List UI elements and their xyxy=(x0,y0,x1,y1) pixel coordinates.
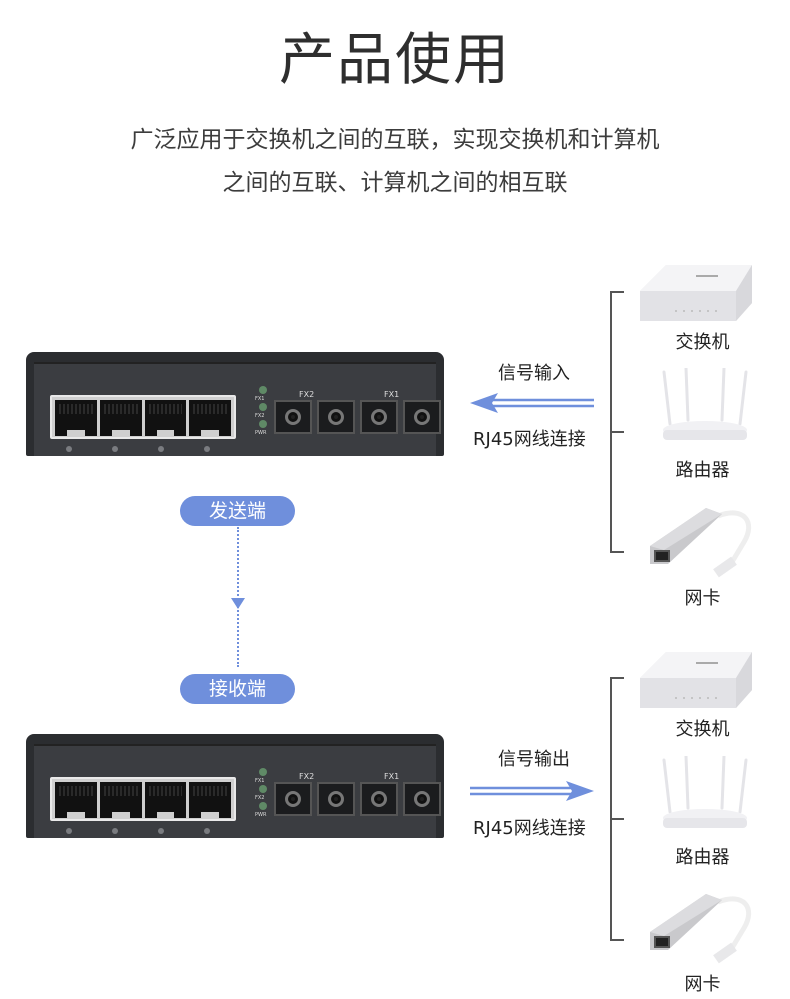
port-led xyxy=(112,828,118,834)
subtitle-line-1: 广泛应用于交换机之间的互联，实现交换机和计算机 xyxy=(130,127,660,153)
signal-input-label: 信号输入 xyxy=(498,363,570,384)
status-led xyxy=(259,386,267,394)
sc-fiber-port xyxy=(274,400,312,434)
status-led xyxy=(259,802,267,810)
bracket-tick xyxy=(610,818,624,820)
receiver-pill: 接收端 xyxy=(180,674,295,704)
status-led xyxy=(259,768,267,776)
device-front-panel: FX1 FX2 PWR FX2 FX1 xyxy=(34,362,441,456)
signal-output-label: 信号输出 xyxy=(498,749,570,770)
led-label: FX1 xyxy=(255,396,265,402)
router-icon xyxy=(662,756,748,828)
rj45-connection-label: RJ45网线连接 xyxy=(473,818,586,839)
page-title: 产品使用 xyxy=(279,28,511,93)
rj45-port xyxy=(99,782,142,818)
led-label: FX2 xyxy=(255,413,265,419)
led-label: FX2 xyxy=(255,795,265,801)
rj45-port xyxy=(55,782,97,818)
fiber-group-label: FX2 xyxy=(299,772,315,781)
equipment-label-router: 路由器 xyxy=(675,460,730,481)
led-label: PWR xyxy=(255,430,267,436)
equipment-label-router: 路由器 xyxy=(675,847,730,868)
rj45-port xyxy=(99,400,142,436)
equipment-bracket xyxy=(610,291,624,553)
port-led xyxy=(158,446,164,452)
status-led xyxy=(259,785,267,793)
port-led xyxy=(66,828,72,834)
sc-fiber-port xyxy=(360,782,398,816)
router-icon xyxy=(662,368,748,440)
rj45-port xyxy=(144,782,187,818)
sender-pill: 发送端 xyxy=(180,496,295,526)
status-led xyxy=(259,403,267,411)
sc-fiber-port xyxy=(274,782,312,816)
flow-dotted-line xyxy=(237,527,239,667)
equipment-label-nic: 网卡 xyxy=(684,588,721,609)
network-adapter-icon xyxy=(650,894,752,964)
rj45-port-block xyxy=(50,395,236,439)
sc-fiber-port xyxy=(360,400,398,434)
sc-fiber-port xyxy=(403,400,441,434)
rj45-port xyxy=(189,400,231,436)
switch-icon xyxy=(640,652,752,708)
sender-media-converter: FX1 FX2 PWR FX2 FX1 xyxy=(26,352,444,456)
receiver-media-converter: FX1 FX2 PWR FX2 FX1 xyxy=(26,734,444,838)
equipment-label-switch: 交换机 xyxy=(675,719,730,740)
port-led xyxy=(204,828,210,834)
equipment-label-nic: 网卡 xyxy=(684,974,721,995)
sc-fiber-port xyxy=(403,782,441,816)
port-led xyxy=(112,446,118,452)
equipment-bracket xyxy=(610,677,624,941)
subtitle-line-2: 之间的互联、计算机之间的相互联 xyxy=(222,170,568,196)
arrow-right-icon xyxy=(470,781,594,801)
network-adapter-icon xyxy=(650,508,752,578)
arrow-down-icon xyxy=(231,598,245,609)
status-led xyxy=(259,420,267,428)
port-led xyxy=(204,446,210,452)
fiber-group-label: FX2 xyxy=(299,390,315,399)
sc-fiber-port xyxy=(317,782,355,816)
rj45-port xyxy=(55,400,97,436)
rj45-port-block xyxy=(50,777,236,821)
switch-icon xyxy=(640,265,752,321)
led-label: PWR xyxy=(255,812,267,818)
port-led xyxy=(158,828,164,834)
sc-fiber-port xyxy=(317,400,355,434)
port-led xyxy=(66,446,72,452)
fiber-group-label: FX1 xyxy=(384,772,400,781)
arrow-left-icon xyxy=(470,393,594,413)
rj45-port xyxy=(144,400,187,436)
fiber-group-label: FX1 xyxy=(384,390,400,399)
rj45-port xyxy=(189,782,231,818)
device-front-panel: FX1 FX2 PWR FX2 FX1 xyxy=(34,744,441,838)
rj45-connection-label: RJ45网线连接 xyxy=(473,429,586,450)
led-label: FX1 xyxy=(255,778,265,784)
bracket-tick xyxy=(610,431,624,433)
equipment-label-switch: 交换机 xyxy=(675,332,730,353)
